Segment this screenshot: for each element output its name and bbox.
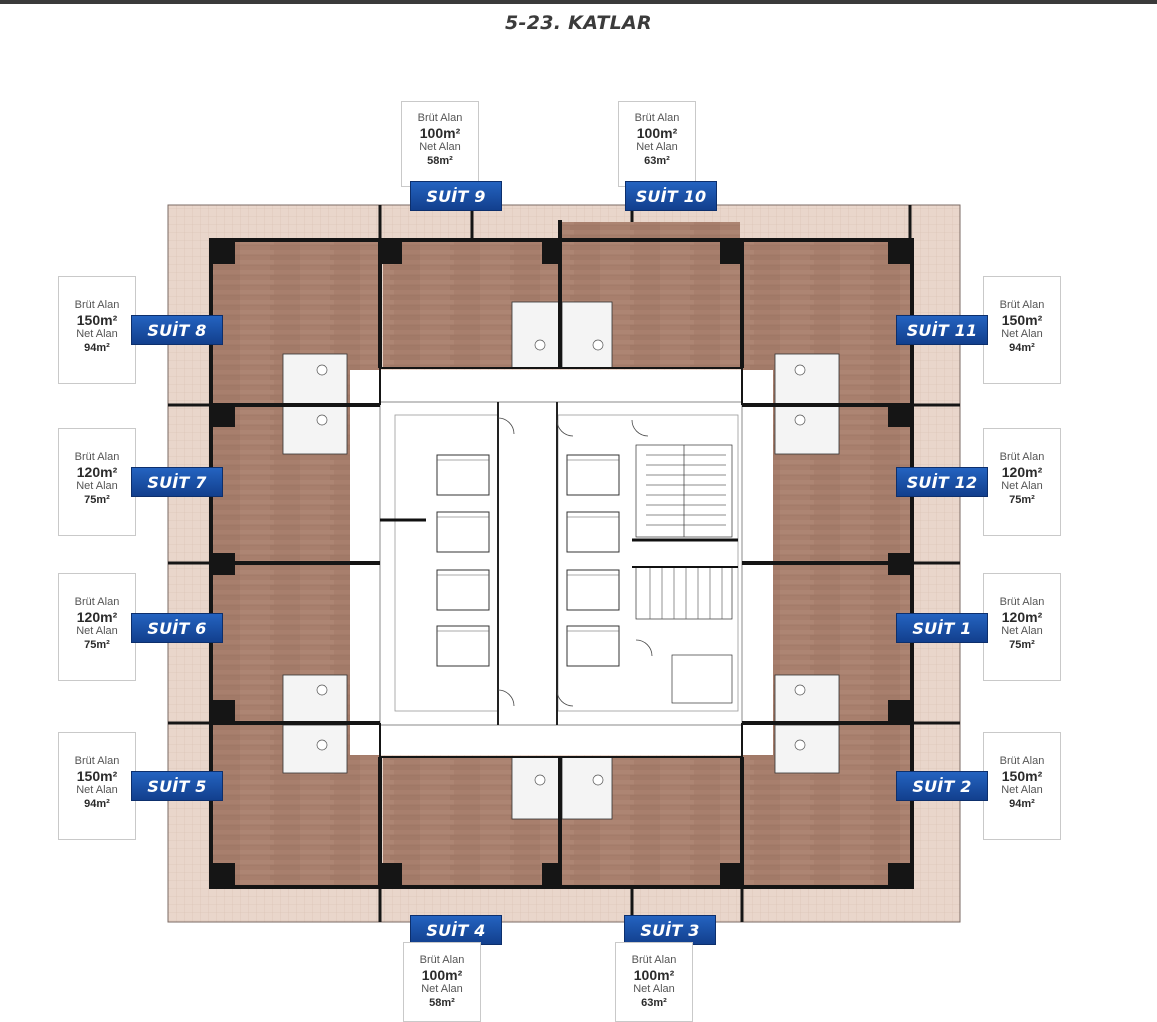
suite-11-area-card: Brüt Alan 150m² Net Alan 94m² xyxy=(983,276,1061,384)
bathrooms xyxy=(282,301,840,820)
gross-area-label: Brüt Alan xyxy=(999,451,1045,463)
suite-12-area-card: Brüt Alan 120m² Net Alan 75m² xyxy=(983,428,1061,536)
net-area-label: Net Alan xyxy=(76,784,118,796)
gross-area-label: Brüt Alan xyxy=(634,112,680,124)
suite-3-badge[interactable]: SUİT 3 xyxy=(624,915,716,945)
suite-7-area-card: Brüt Alan 120m² Net Alan 75m² xyxy=(58,428,136,536)
suite-9-area-card: Brüt Alan 100m² Net Alan 58m² xyxy=(401,101,479,187)
gross-area-value: 120m² xyxy=(1001,609,1043,625)
suite-floors xyxy=(213,222,910,885)
suite-5-area-card: Brüt Alan 150m² Net Alan 94m² xyxy=(58,732,136,840)
gross-area-label: Brüt Alan xyxy=(74,299,120,311)
net-area-label: Net Alan xyxy=(1001,625,1043,637)
net-area-label: Net Alan xyxy=(76,625,118,637)
net-area-value: 75m² xyxy=(84,639,110,651)
net-area-value: 58m² xyxy=(429,997,455,1009)
suite-4-area-card: Brüt Alan 100m² Net Alan 58m² xyxy=(403,942,481,1022)
top-rule xyxy=(0,0,1157,4)
gross-area-value: 150m² xyxy=(76,768,118,784)
suite-2-area-card: Brüt Alan 150m² Net Alan 94m² xyxy=(983,732,1061,840)
gross-area-value: 120m² xyxy=(76,609,118,625)
suite-6-area-card: Brüt Alan 120m² Net Alan 75m² xyxy=(58,573,136,681)
suite-4-badge[interactable]: SUİT 4 xyxy=(410,915,502,945)
net-area-label: Net Alan xyxy=(421,983,463,995)
net-area-label: Net Alan xyxy=(76,328,118,340)
core xyxy=(350,370,773,755)
gross-area-value: 120m² xyxy=(76,464,118,480)
gross-area-label: Brüt Alan xyxy=(631,954,677,966)
suite-8-badge[interactable]: SUİT 8 xyxy=(131,315,223,345)
suite-8-area-card: Brüt Alan 150m² Net Alan 94m² xyxy=(58,276,136,384)
net-area-value: 75m² xyxy=(84,494,110,506)
gross-area-value: 150m² xyxy=(76,312,118,328)
suite-5-badge[interactable]: SUİT 5 xyxy=(131,771,223,801)
suite-3-area-card: Brüt Alan 100m² Net Alan 63m² xyxy=(615,942,693,1022)
net-area-value: 94m² xyxy=(84,798,110,810)
gross-area-label: Brüt Alan xyxy=(74,596,120,608)
suite-10-badge[interactable]: SUİT 10 xyxy=(625,181,717,211)
suite-10-area-card: Brüt Alan 100m² Net Alan 63m² xyxy=(618,101,696,187)
net-area-label: Net Alan xyxy=(636,141,678,153)
gross-area-label: Brüt Alan xyxy=(999,299,1045,311)
gross-area-value: 120m² xyxy=(1001,464,1043,480)
suite-9-badge[interactable]: SUİT 9 xyxy=(410,181,502,211)
suite-2-badge[interactable]: SUİT 2 xyxy=(896,771,988,801)
net-area-value: 58m² xyxy=(427,155,453,167)
net-area-value: 63m² xyxy=(641,997,667,1009)
bathroom-fixtures xyxy=(316,339,806,786)
suite-11-badge[interactable]: SUİT 11 xyxy=(896,315,988,345)
net-area-label: Net Alan xyxy=(76,480,118,492)
net-area-label: Net Alan xyxy=(1001,480,1043,492)
gross-area-label: Brüt Alan xyxy=(74,755,120,767)
net-area-label: Net Alan xyxy=(1001,328,1043,340)
gross-area-label: Brüt Alan xyxy=(74,451,120,463)
gross-area-value: 100m² xyxy=(419,125,461,141)
columns xyxy=(211,240,912,887)
gross-area-label: Brüt Alan xyxy=(419,954,465,966)
gross-area-label: Brüt Alan xyxy=(417,112,463,124)
suite-1-badge[interactable]: SUİT 1 xyxy=(896,613,988,643)
net-area-value: 75m² xyxy=(1009,494,1035,506)
net-area-label: Net Alan xyxy=(419,141,461,153)
net-area-label: Net Alan xyxy=(633,983,675,995)
gross-area-label: Brüt Alan xyxy=(999,596,1045,608)
net-area-label: Net Alan xyxy=(1001,784,1043,796)
suite-12-badge[interactable]: SUİT 12 xyxy=(896,467,988,497)
net-area-value: 94m² xyxy=(1009,342,1035,354)
net-area-value: 75m² xyxy=(1009,639,1035,651)
net-area-value: 63m² xyxy=(644,155,670,167)
net-area-value: 94m² xyxy=(84,342,110,354)
net-area-value: 94m² xyxy=(1009,798,1035,810)
suite-6-badge[interactable]: SUİT 6 xyxy=(131,613,223,643)
suite-7-badge[interactable]: SUİT 7 xyxy=(131,467,223,497)
gross-area-value: 100m² xyxy=(636,125,678,141)
gross-area-value: 150m² xyxy=(1001,312,1043,328)
gross-area-label: Brüt Alan xyxy=(999,755,1045,767)
suite-1-area-card: Brüt Alan 120m² Net Alan 75m² xyxy=(983,573,1061,681)
page-title: 5-23. KATLAR xyxy=(505,12,652,34)
gross-area-value: 150m² xyxy=(1001,768,1043,784)
gross-area-value: 100m² xyxy=(633,967,675,983)
gross-area-value: 100m² xyxy=(421,967,463,983)
